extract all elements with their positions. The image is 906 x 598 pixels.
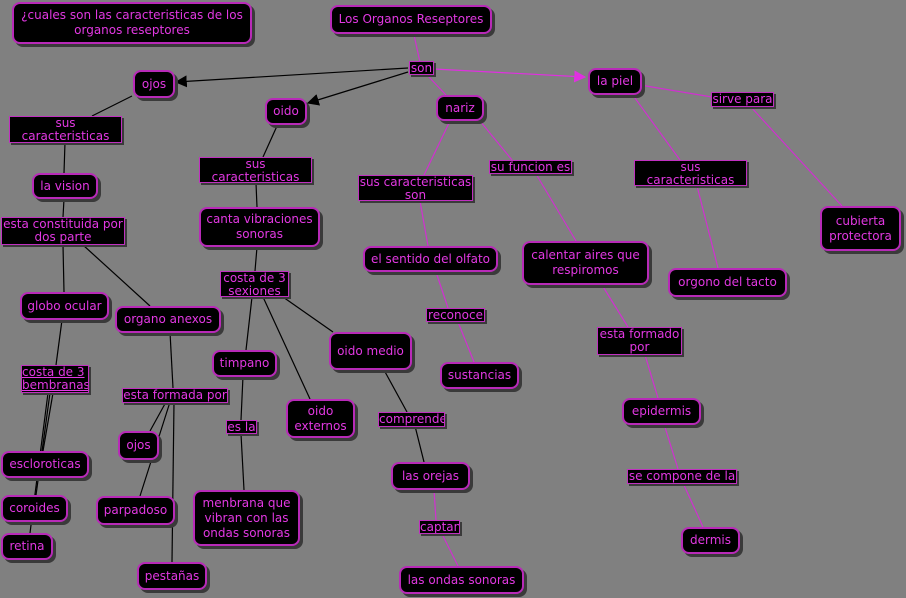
concept-pestanas[interactable]: pestañas <box>137 562 207 590</box>
concept-la-piel[interactable]: la piel <box>588 68 642 95</box>
link-su-funcion-es[interactable]: su funcion es <box>489 160 572 174</box>
link-costa-3-sexiones[interactable]: costa de 3 sexiones <box>220 271 289 297</box>
concept-menbrana[interactable]: menbrana que vibran con las ondas sonora… <box>193 490 300 546</box>
concept-ojos[interactable]: ojos <box>133 70 175 98</box>
concept-nariz[interactable]: nariz <box>436 95 484 121</box>
concept-canta-vibraciones[interactable]: canta vibraciones sonoras <box>199 207 320 247</box>
concept-calentar-aires[interactable]: calentar aires que respiromos <box>522 241 649 285</box>
link-oido-caracteristicas[interactable]: sus caracteristicas son <box>199 157 312 183</box>
concept-oido-externos[interactable]: oido externos <box>286 399 355 438</box>
link-son[interactable]: son <box>409 61 434 75</box>
concept-oido-medio[interactable]: oido medio <box>329 332 412 370</box>
concept-sustancias[interactable]: sustancias <box>440 362 519 389</box>
link-se-compone-de-la[interactable]: se compone de la <box>627 469 737 484</box>
link-sirve-para[interactable]: sirve para <box>711 92 774 107</box>
link-nariz-caracteristicas[interactable]: sus caracteristicas son <box>358 175 473 201</box>
concept-escloroticas[interactable]: escloroticas <box>1 451 89 478</box>
link-es-la[interactable]: es la <box>226 420 257 434</box>
concept-organo-anexos[interactable]: organo anexos <box>115 306 221 333</box>
link-comprende[interactable]: comprende <box>378 412 445 427</box>
concept-epidermis[interactable]: epidermis <box>622 398 701 425</box>
concept-sentido-olfato[interactable]: el sentido del olfato <box>363 246 498 272</box>
concept-dermis[interactable]: dermis <box>681 527 740 554</box>
concept-organo-tacto[interactable]: orgono del tacto <box>668 268 787 297</box>
concept-retina[interactable]: retina <box>1 533 53 560</box>
link-costa-3-bembranas[interactable]: costa de 3 bembranas <box>21 365 89 393</box>
concept-las-orejas[interactable]: las orejas <box>391 462 470 490</box>
concept-root[interactable]: Los Organos Reseptores <box>330 5 492 34</box>
link-piel-caracteristicas[interactable]: sus caracteristicas son <box>634 160 747 186</box>
concept-oido[interactable]: oido <box>265 98 307 125</box>
concept-las-ondas-sonoras[interactable]: las ondas sonoras <box>399 566 524 594</box>
link-esta-formado-por[interactable]: esta formado por <box>597 327 682 355</box>
concept-globo-ocular[interactable]: globo ocular <box>20 292 109 320</box>
concept-ojos-anexo[interactable]: ojos <box>118 431 159 460</box>
link-esta-formada-por[interactable]: esta formada por <box>122 388 228 403</box>
focus-question[interactable]: ¿cuales son las caracteristicas de los o… <box>12 2 252 44</box>
concept-la-vision[interactable]: la vision <box>32 173 98 199</box>
link-captan[interactable]: captan <box>419 520 460 534</box>
link-reconoce[interactable]: reconoce <box>426 308 485 322</box>
concept-parpadoso[interactable]: parpadoso <box>96 496 175 525</box>
concept-timpano[interactable]: timpano <box>212 350 277 377</box>
concept-coroides[interactable]: coroides <box>1 495 68 522</box>
link-esta-constituida[interactable]: esta constituida por dos parte <box>1 217 125 245</box>
link-ojos-caracteristicas[interactable]: sus caracteristicas son <box>9 116 122 143</box>
concept-cubierta-protectora[interactable]: cubierta protectora <box>820 206 901 251</box>
